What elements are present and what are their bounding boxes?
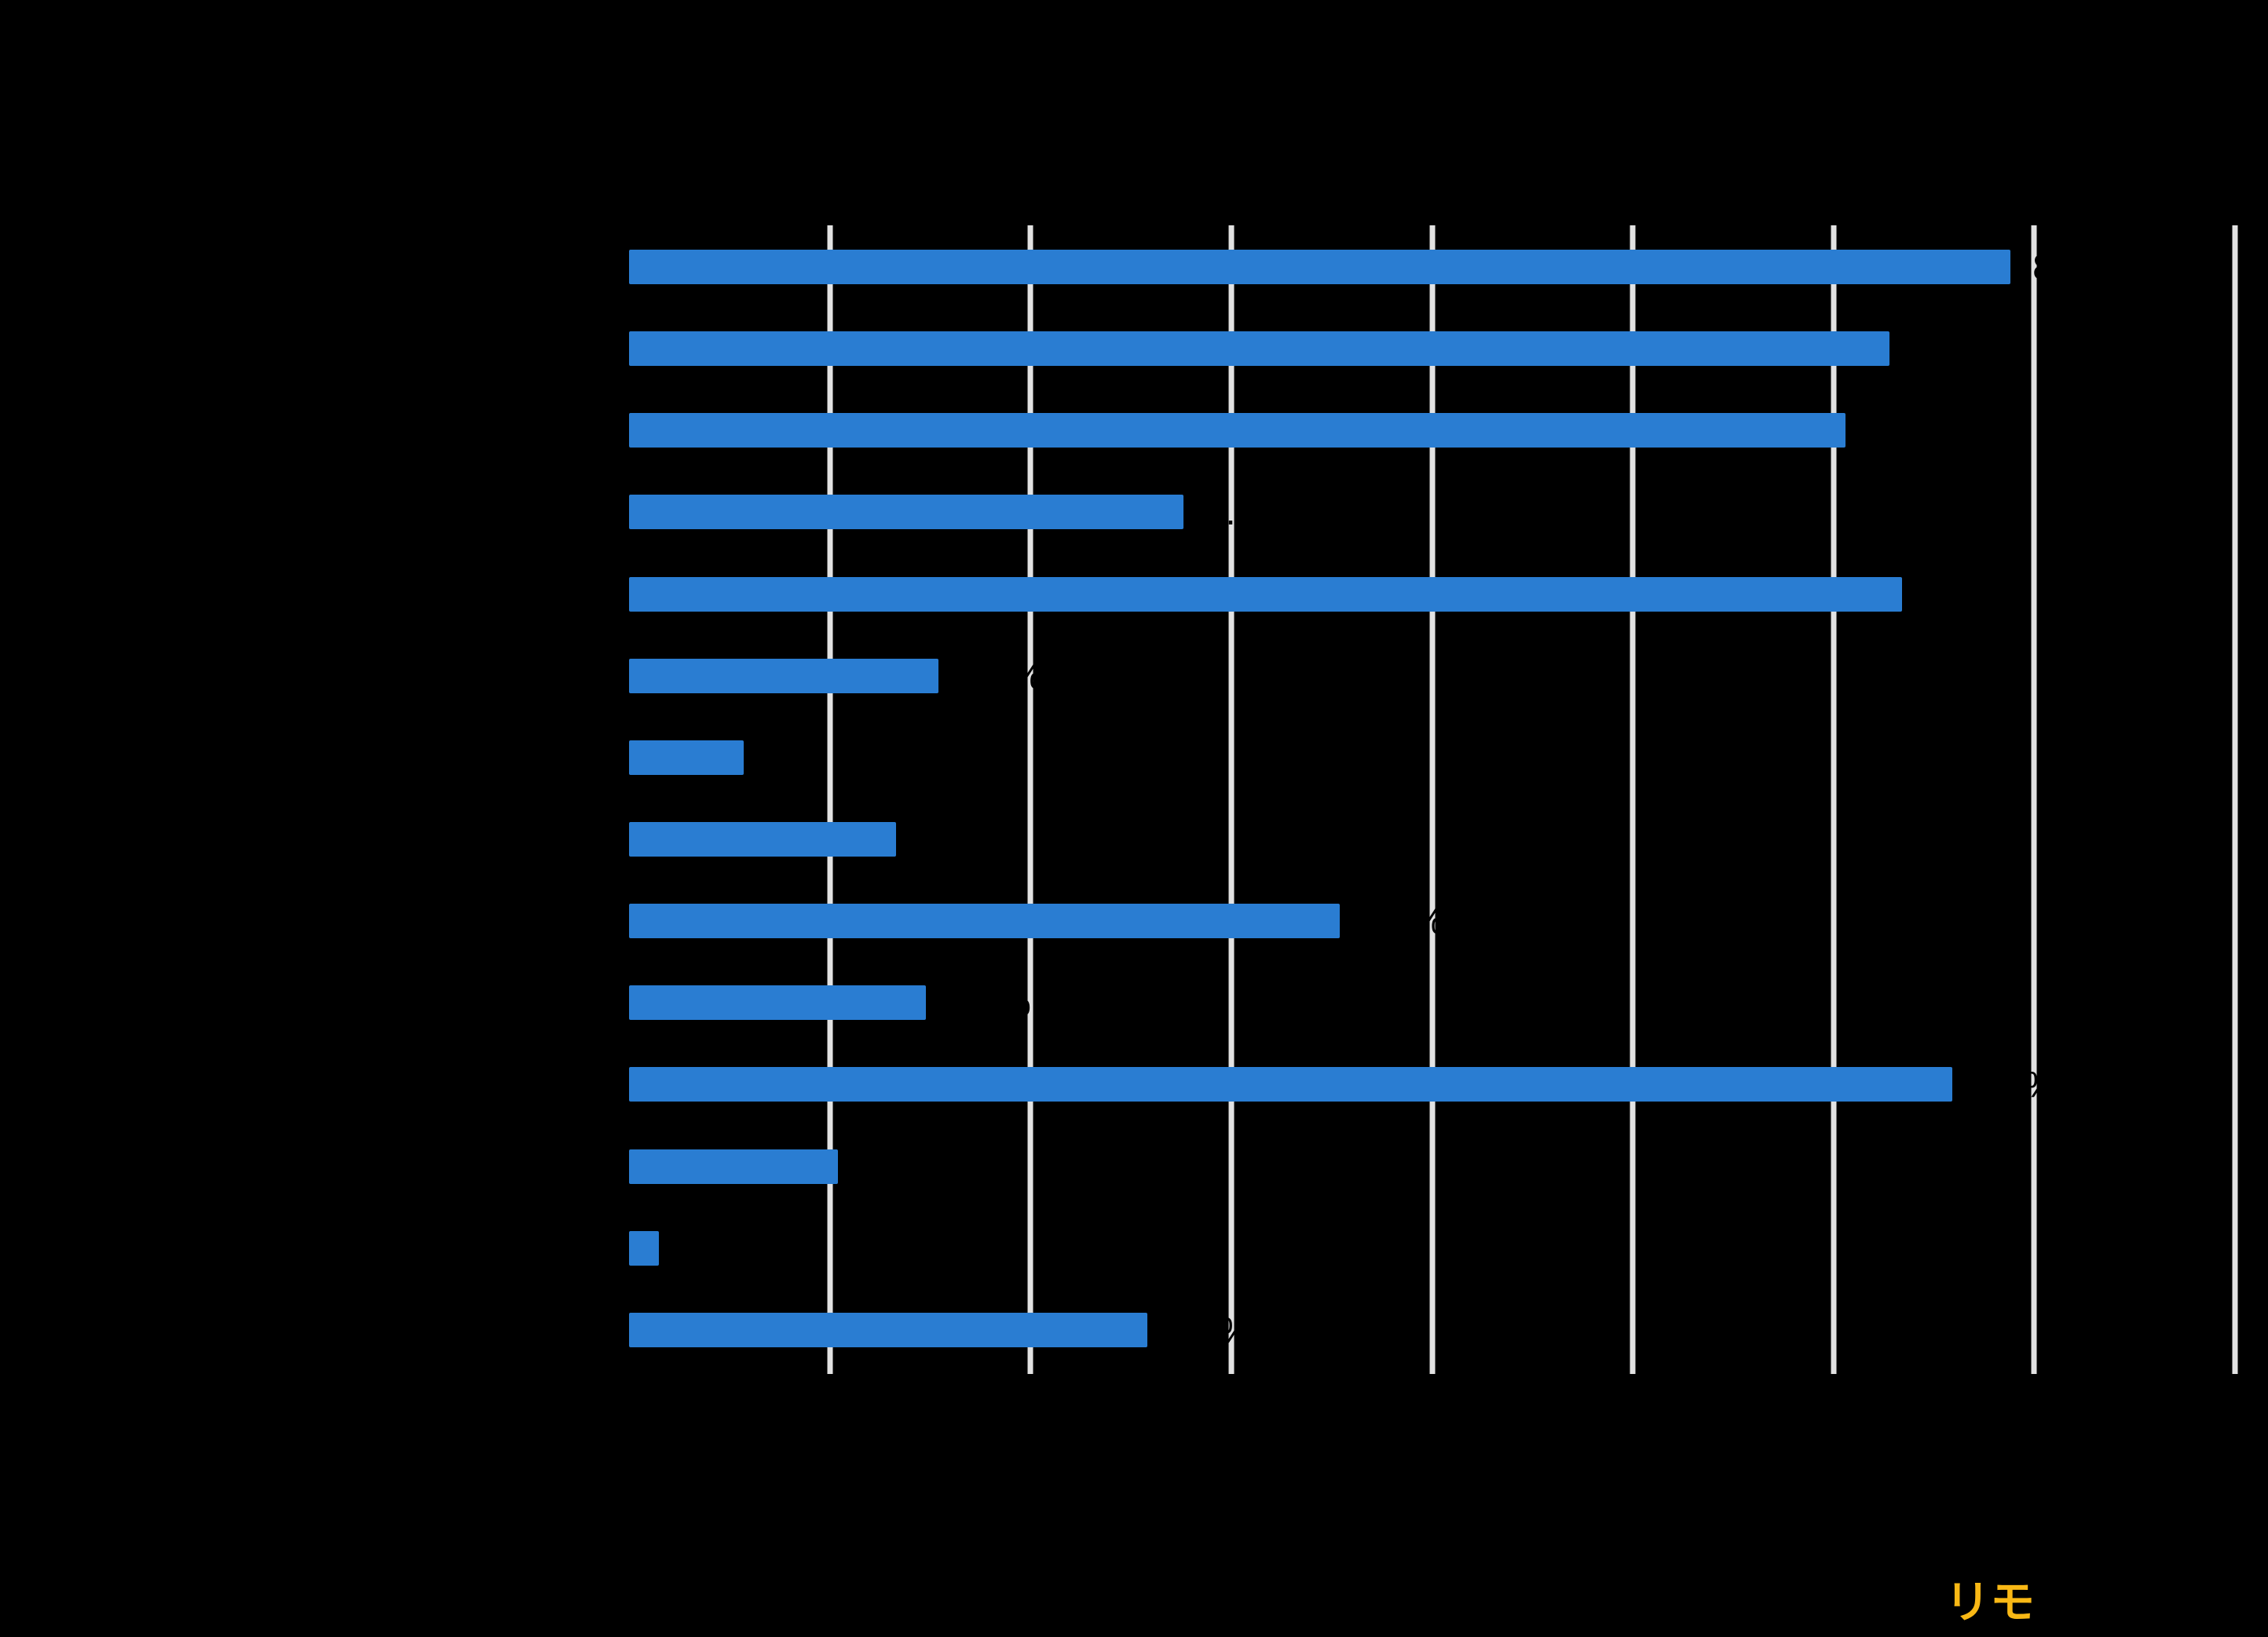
bar <box>629 904 1340 939</box>
value-label: 62.8% <box>1892 328 1995 370</box>
bar-row: 1.5% <box>629 1208 2235 1289</box>
x-gridline-40 <box>1429 225 1435 1374</box>
bar <box>629 740 744 775</box>
bar-row: 14.8% <box>629 962 2235 1043</box>
bar-row: 65.9% <box>629 1043 2235 1125</box>
bar <box>629 1067 1952 1102</box>
value-label: 27.6% <box>1185 491 1288 533</box>
value-label: 5.7% <box>745 736 829 778</box>
value-label: 15.4% <box>940 655 1044 696</box>
bar-row: 63.4% <box>629 554 2235 635</box>
bar <box>629 658 938 693</box>
bar-row: 27.6% <box>629 471 2235 553</box>
bar <box>629 495 1183 530</box>
value-label: 14.8% <box>928 982 1031 1024</box>
x-gridline-60 <box>1831 225 1837 1374</box>
bar-row: 68.8% <box>629 226 2235 308</box>
x-gridline-10 <box>827 225 833 1374</box>
bar <box>629 822 896 857</box>
value-label: 10.4% <box>840 1146 943 1187</box>
value-label: 1.5% <box>661 1227 744 1269</box>
bar <box>629 413 1846 448</box>
value-label: 63.4% <box>1904 573 2007 615</box>
bar-row: 10.4% <box>629 1126 2235 1208</box>
plot-area: 68.8% 62.8% 60.6% 27.6% 63.4% 15.4% 5.7% 13.3% 3… <box>629 225 2238 1374</box>
bar-row: 25.8% <box>629 1289 2235 1371</box>
bar <box>629 985 927 1021</box>
x-gridline-30 <box>1228 225 1235 1374</box>
bar <box>629 1230 660 1266</box>
bar <box>629 331 1890 367</box>
bar-row: 60.6% <box>629 389 2235 471</box>
value-label: 25.8% <box>1149 1309 1252 1350</box>
x-gridline-50 <box>1630 225 1636 1374</box>
x-gridline-20 <box>1027 225 1033 1374</box>
bar-row: 15.4% <box>629 635 2235 717</box>
bar-row: 5.7% <box>629 717 2235 798</box>
value-label: 68.8% <box>2012 247 2116 288</box>
value-label: 60.6% <box>1848 410 1951 451</box>
x-gridline-70 <box>2031 225 2037 1374</box>
value-label: 65.9% <box>1954 1064 2057 1105</box>
bar <box>629 576 1902 612</box>
bar <box>629 1312 1147 1347</box>
watermark-text: リモ <box>1945 1577 2035 1628</box>
x-gridline-80 <box>2232 225 2238 1374</box>
bar <box>629 1149 838 1184</box>
bar-row: 35.4% <box>629 880 2235 962</box>
bar <box>629 250 2010 285</box>
value-label: 13.3% <box>898 819 1001 861</box>
bar-row: 62.8% <box>629 308 2235 389</box>
value-label: 35.4% <box>1341 901 1445 942</box>
bar-row: 13.3% <box>629 798 2235 880</box>
